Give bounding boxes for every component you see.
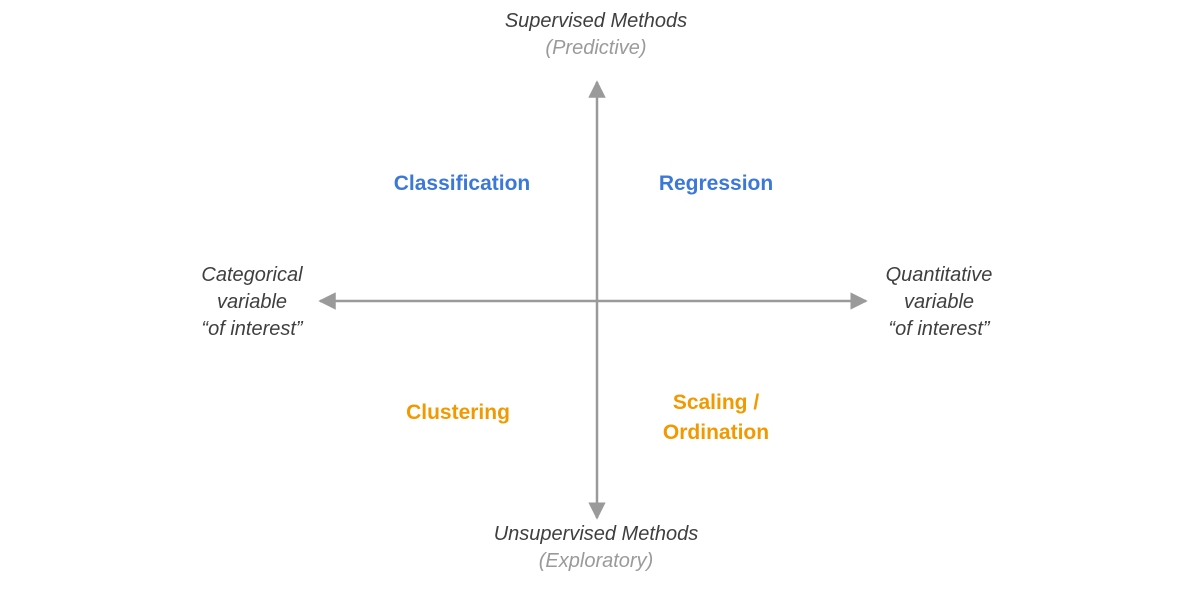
top-axis-label: Supervised Methods (Predictive): [446, 8, 746, 62]
top-axis-subtitle: (Predictive): [545, 37, 647, 59]
bottom-axis-label: Unsupervised Methods (Exploratory): [446, 521, 746, 575]
right-axis-label: Quantitative variable “of interest”: [839, 262, 1039, 343]
bottom-axis-title: Unsupervised Methods: [493, 523, 699, 545]
left-axis-line-3: “of interest”: [201, 318, 303, 340]
ordination-line: Ordination: [662, 421, 770, 444]
scaling-line: Scaling /: [672, 391, 760, 414]
quadrant-scaling-ordination: Scaling / Ordination: [616, 388, 816, 448]
left-axis-line-1: Categorical: [201, 264, 303, 286]
right-axis-line-3: “of interest”: [888, 318, 990, 340]
quadrant-classification: Classification: [393, 172, 531, 195]
quadrant-regression: Regression: [658, 172, 774, 195]
right-axis-line-1: Quantitative: [885, 264, 993, 286]
top-axis-title: Supervised Methods: [504, 10, 688, 32]
left-axis-line-2: variable: [216, 291, 288, 313]
bottom-axis-subtitle: (Exploratory): [538, 550, 654, 572]
right-axis-line-2: variable: [903, 291, 975, 313]
quadrant-clustering: Clustering: [406, 401, 510, 424]
left-axis-label: Categorical variable “of interest”: [152, 262, 352, 343]
